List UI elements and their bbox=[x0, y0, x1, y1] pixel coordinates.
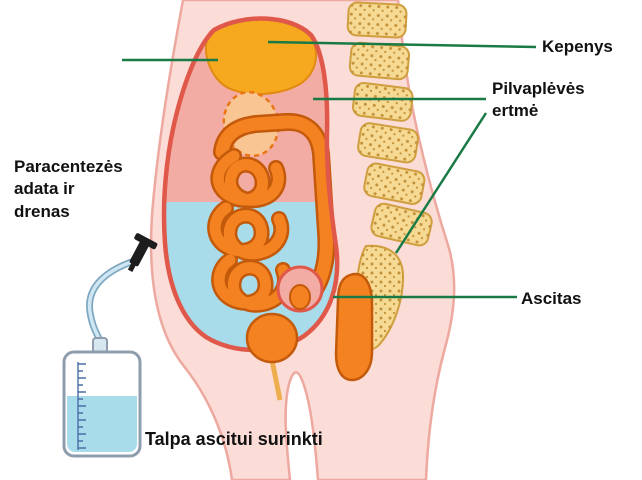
large-intestine bbox=[213, 113, 336, 304]
small-intestine bbox=[207, 148, 293, 313]
pointer-lines bbox=[122, 40, 537, 299]
rectum bbox=[334, 272, 374, 382]
label-talpa-ascitui: Talpa ascitui surinkti bbox=[145, 429, 323, 449]
label-kepenys: Kepenys bbox=[542, 37, 613, 56]
uterus bbox=[276, 265, 324, 313]
drain-tube bbox=[86, 257, 138, 348]
label-pilvapleves-ertme: Pilvaplėvės ertmė bbox=[492, 79, 585, 121]
bladder bbox=[245, 312, 299, 401]
paracentesis-needle bbox=[127, 233, 158, 272]
label-paracentezes-adata: Paracentezės adata ir drenas bbox=[14, 157, 123, 221]
pointer-line-diagonal bbox=[394, 112, 488, 254]
liver bbox=[205, 18, 317, 95]
bag-scale bbox=[77, 362, 86, 450]
bag-fluid bbox=[67, 396, 137, 452]
pointer-line-kepenys bbox=[267, 40, 537, 49]
peritoneum-outline bbox=[161, 16, 340, 353]
label-ascitas: Ascitas bbox=[521, 289, 582, 308]
collection-bag bbox=[62, 337, 142, 458]
